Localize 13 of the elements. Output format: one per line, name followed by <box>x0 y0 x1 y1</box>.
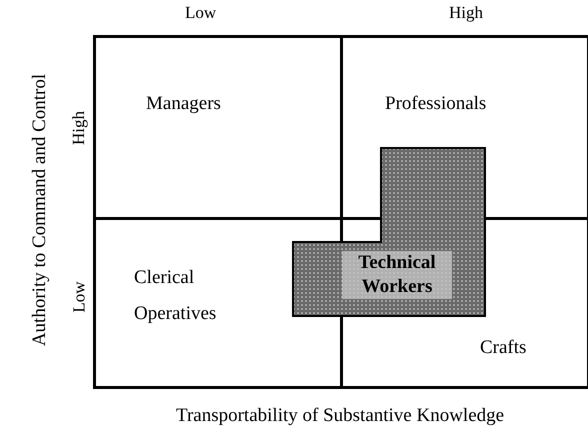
axis-tick-label: High <box>449 3 483 23</box>
axis-tick-label: Low <box>69 281 90 313</box>
axis-tick-label: High <box>69 111 89 145</box>
axis-title: Authority to Command and Control <box>29 74 52 346</box>
quadrant-box <box>93 35 343 220</box>
axis-title: Transportability of Substantive Knowledge <box>176 405 504 427</box>
region-label: Technical Workers <box>342 251 452 299</box>
shaded-l-shape <box>292 147 486 317</box>
quadrant-label: Crafts <box>480 337 526 359</box>
quadrant-label: Clerical Operatives <box>134 266 218 326</box>
axis-tick-label: Low <box>185 3 216 23</box>
quadrant-label: Managers <box>146 93 221 115</box>
quadrant-label: Professionals <box>385 93 486 115</box>
